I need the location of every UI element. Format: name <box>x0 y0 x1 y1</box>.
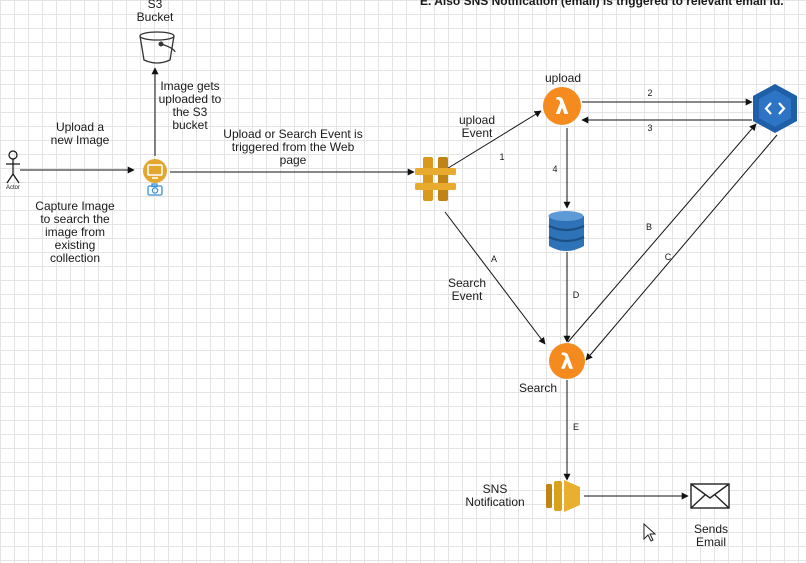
edge-label-2: 2 <box>647 88 653 98</box>
lambda-icon: λ <box>549 343 585 379</box>
banner-text: E. Also SNS Notification (email) is trig… <box>420 0 784 8</box>
dynamodb-icon <box>548 211 585 251</box>
camera-icon <box>147 183 163 196</box>
svg-text:λ: λ <box>555 95 569 120</box>
upload-lambda-label: upload <box>544 71 582 85</box>
cursor-icon <box>643 522 657 542</box>
edge-C <box>585 134 778 361</box>
svg-text:λ: λ <box>560 350 573 374</box>
sns-icon <box>546 480 580 512</box>
envelope-icon <box>690 483 730 509</box>
edge-A <box>444 211 546 345</box>
actor-icon <box>6 150 20 184</box>
search-lambda-label: Search <box>518 381 558 395</box>
edge-label-3: 3 <box>647 123 653 133</box>
api-gateway-icon <box>415 157 456 201</box>
edge-label-A: A <box>490 254 497 264</box>
edge-label-E: E <box>572 422 579 432</box>
edge-label-4: 4 <box>552 164 558 174</box>
edge-label-B: B <box>645 222 652 232</box>
actor-label: Actor <box>5 185 20 191</box>
lambda-icon: λ <box>543 87 581 125</box>
edge-label-D: D <box>572 290 580 300</box>
rekognition-icon <box>753 84 797 133</box>
edge-label-1: 1 <box>499 152 505 162</box>
edge-label-C: C <box>664 252 672 262</box>
web-page-icon <box>143 159 167 183</box>
bucket-icon <box>139 31 176 64</box>
edge-1 <box>444 110 542 171</box>
edge-B <box>567 123 757 343</box>
